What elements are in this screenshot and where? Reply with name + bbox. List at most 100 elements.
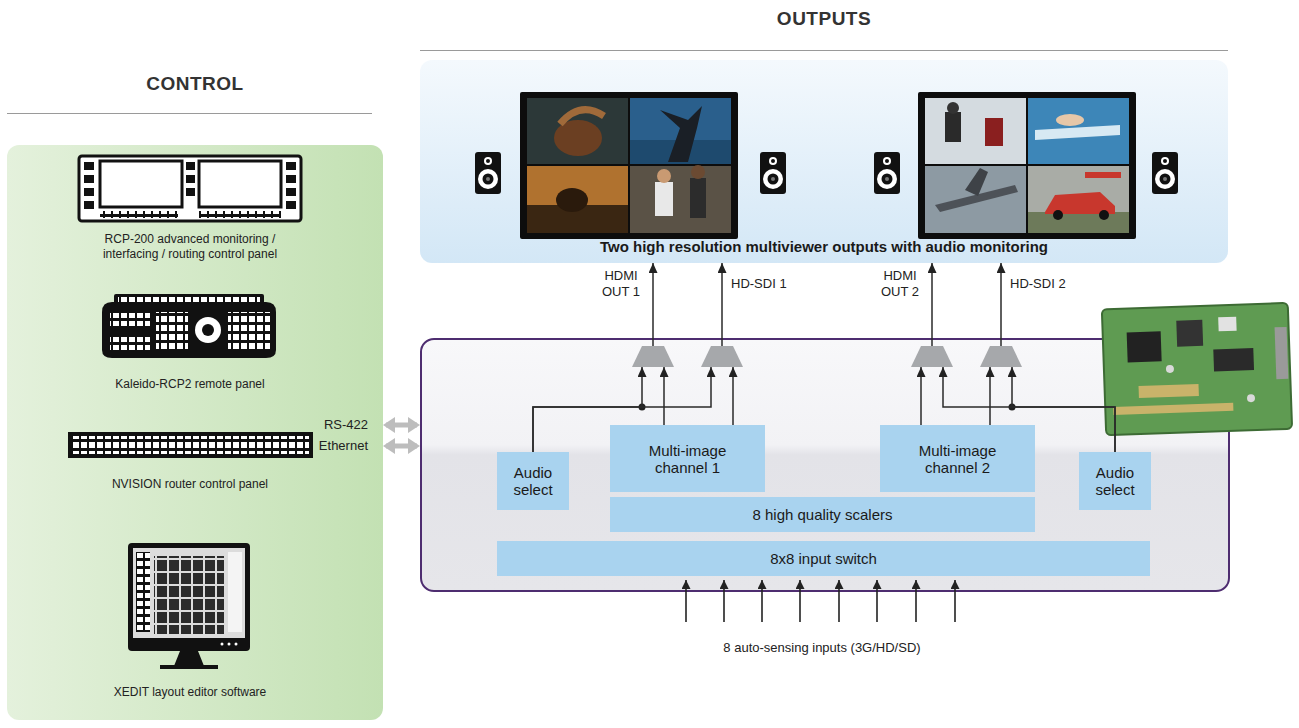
kaleido-panel-icon — [156, 312, 188, 350]
rcp200-panel-icon — [79, 156, 301, 221]
control-section: CONTROLRCP-200 advanced monitoring / int… — [7, 68, 383, 720]
node-text: Multi-image channel 2 — [903, 442, 1013, 476]
xedit-monitor-icon — [154, 556, 224, 634]
monitor-right — [1035, 125, 1120, 140]
monitor-right — [945, 112, 961, 142]
mux-shape — [980, 346, 1022, 367]
monitor-left — [527, 166, 628, 233]
monitor-left — [520, 92, 738, 239]
rcp200-panel-icon — [186, 162, 195, 170]
monitor-right — [1056, 114, 1084, 126]
output-mux — [911, 346, 953, 367]
monitor-left — [690, 178, 706, 218]
control-device: Kaleido-RCP2 remote panel — [90, 288, 290, 392]
circuit-board-photo — [1139, 384, 1199, 398]
section-rule — [420, 50, 1228, 51]
monitor-right — [947, 102, 959, 114]
xedit-monitor-icon — [228, 552, 242, 632]
kaleido-panel-icon — [195, 317, 221, 343]
node-text: RCP-200 advanced monitoring / interfacin… — [88, 232, 293, 262]
monitor-left — [554, 120, 602, 156]
rcp200-panel-icon — [186, 188, 195, 196]
rcp200-panel-icon — [84, 188, 94, 196]
monitor-left — [630, 166, 731, 233]
kaleido-panel-icon — [110, 312, 150, 328]
signal-label: HDMI OUT 2 — [877, 268, 923, 300]
xedit-monitor-icon — [228, 643, 231, 646]
monitor-left — [630, 98, 731, 164]
rcp200-panel-icon — [199, 161, 281, 207]
monitor-left — [527, 98, 628, 164]
circuit-board-photo — [1113, 403, 1233, 415]
output-mux — [980, 346, 1022, 367]
monitor-right — [1099, 210, 1109, 220]
rcp200-panel-icon — [100, 211, 178, 218]
node-text: Audio select — [1085, 464, 1145, 498]
mux-shape — [911, 346, 953, 367]
kaleido-panel-icon — [114, 294, 264, 306]
outputs-section: OUTPUTSTwo high resolution multiviewer o… — [420, 0, 1228, 263]
kaleido-panel-icon — [118, 297, 260, 303]
monitor-left — [556, 188, 588, 212]
kaleido-panel-icon — [102, 294, 276, 358]
rcp200-panel-icon — [286, 188, 296, 196]
rcp200-panel-icon — [84, 162, 94, 170]
circuit-board-photo — [1176, 320, 1203, 347]
input-arrows — [838, 580, 840, 622]
node-text: NVISION router control panel — [65, 477, 315, 492]
control-link — [386, 423, 417, 428]
process-bar: 8x8 input switch — [497, 541, 1150, 576]
speaker-icon — [874, 152, 900, 194]
monitor-left — [660, 106, 702, 162]
signal-arrow — [663, 367, 665, 425]
signal-arrow — [989, 367, 991, 425]
rcp200-panel-icon — [186, 175, 195, 183]
input-arrows — [685, 580, 687, 622]
speaker-icon — [475, 152, 501, 194]
xedit-monitor-icon — [128, 543, 250, 651]
input-arrows — [799, 580, 801, 622]
signal-arrow — [652, 263, 654, 346]
monitor-right — [1028, 98, 1129, 164]
node-text: Audio select — [503, 464, 563, 498]
monitor-right — [985, 118, 1003, 146]
nvision-panel-icon — [68, 432, 313, 458]
multiviewer-card: Audio select Multi-image channel 1 Multi-i… — [420, 338, 1230, 592]
mux-shape — [701, 346, 743, 367]
mux-shape — [701, 346, 743, 367]
process-box: Multi-image channel 1 — [610, 425, 765, 492]
circuit-board-photo — [1218, 317, 1236, 332]
mux-shape — [632, 346, 674, 367]
monitor-right — [1053, 210, 1063, 220]
nvision-panel-icon — [72, 436, 309, 454]
input-arrows — [723, 580, 725, 622]
signal-label: Ethernet — [319, 438, 368, 454]
rcp200-panel-icon — [84, 201, 94, 209]
signal-label: RS-422 — [324, 417, 368, 433]
monitor-left — [655, 182, 673, 216]
rcp200-panel-icon — [199, 211, 281, 218]
monitor-right — [1028, 212, 1129, 233]
signal-arrow — [721, 263, 723, 346]
signal-arrow — [732, 367, 734, 425]
control-device: XEDIT layout editor software — [100, 538, 280, 700]
node-text: XEDIT layout editor software — [100, 685, 280, 700]
xedit-monitor-icon — [136, 552, 150, 632]
circuit-board-photo — [1247, 394, 1255, 402]
rcp200-panel-icon — [286, 162, 296, 170]
rcp200-panel-icon — [286, 175, 296, 183]
circuit-board-photo — [1102, 303, 1292, 435]
xedit-monitor-icon — [235, 643, 238, 646]
nvision-panel-icon — [68, 432, 313, 458]
signal-arrow — [1000, 263, 1002, 346]
xedit-monitor-icon — [133, 548, 245, 638]
input-arrows — [686, 580, 955, 622]
output-mux — [701, 346, 743, 367]
node-text: Two high resolution multiviewer outputs … — [420, 238, 1228, 256]
monitor-right — [1028, 166, 1129, 233]
monitor-left — [657, 169, 671, 183]
monitor-left — [691, 165, 705, 179]
kaleido-panel-icon — [102, 302, 276, 358]
xedit-monitor-icon — [128, 543, 250, 669]
